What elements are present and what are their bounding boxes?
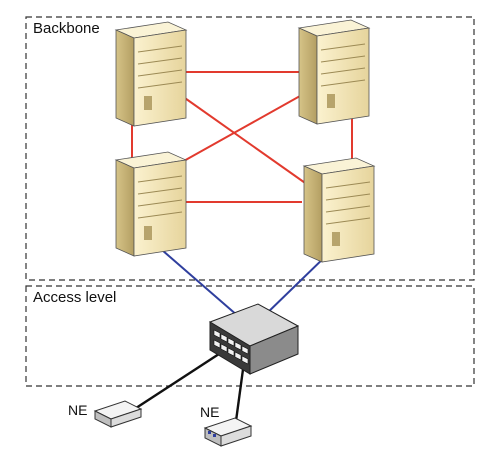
link-server2-server3 bbox=[181, 95, 301, 163]
access-level-label: Access level bbox=[33, 289, 117, 306]
server-4-icon bbox=[302, 157, 376, 263]
ne-device-1-icon bbox=[93, 400, 143, 428]
access-links bbox=[132, 350, 246, 422]
backbone-label: Backbone bbox=[33, 20, 100, 37]
uplink-server4-switch bbox=[261, 251, 331, 319]
backbone-zone bbox=[25, 16, 475, 281]
switch-icon bbox=[208, 303, 300, 375]
uplink-server3-switch bbox=[161, 249, 239, 317]
ne-label-2: NE bbox=[200, 404, 220, 420]
ne-device-2-icon bbox=[203, 417, 253, 447]
server-3-icon bbox=[114, 151, 188, 257]
uplinks bbox=[161, 249, 331, 319]
access-link-ne1 bbox=[132, 350, 223, 412]
server-1-icon bbox=[114, 21, 188, 127]
link-server1-server4 bbox=[181, 95, 309, 186]
access-link-ne2 bbox=[234, 361, 246, 422]
access-level-zone bbox=[25, 285, 475, 387]
ne-label-1: NE bbox=[68, 402, 88, 418]
server-2-icon bbox=[297, 19, 371, 125]
